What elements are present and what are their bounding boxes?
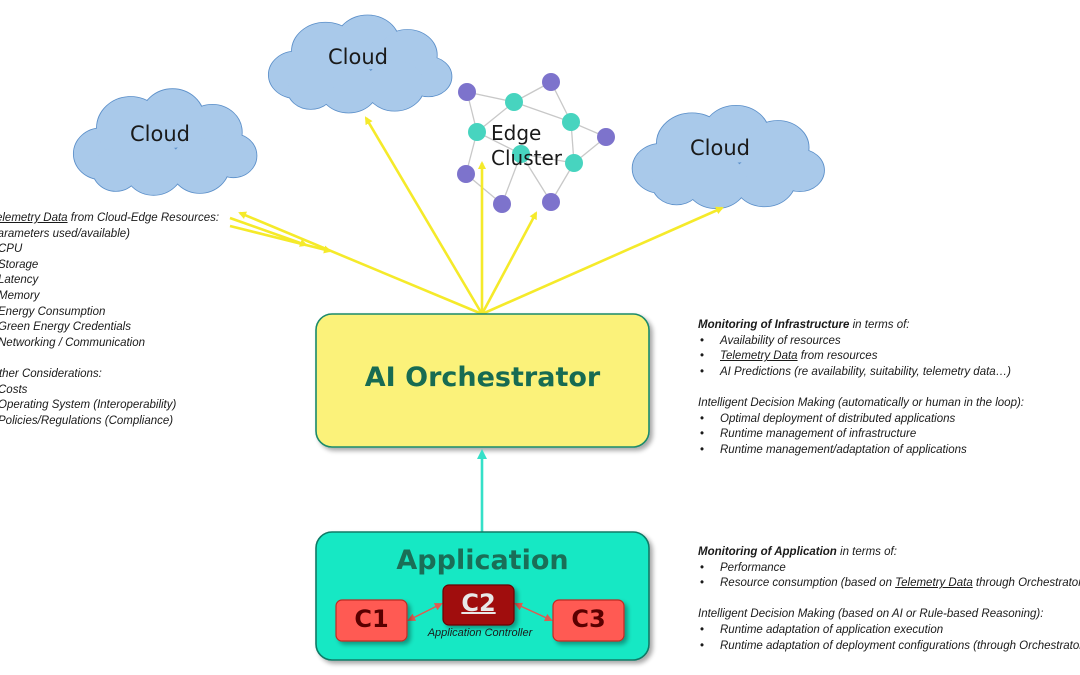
arrow-to-cloud-top <box>364 116 484 315</box>
application-controller-label: Application Controller <box>427 627 533 639</box>
node-teal <box>505 93 523 111</box>
component-c1-box <box>335 599 408 642</box>
app-header: Monitoring of Application in terms of: <box>698 546 897 558</box>
telemetry-title: Telemetry Data from Cloud-Edge Resources… <box>0 212 220 224</box>
node-purple <box>597 128 615 146</box>
component-c2-text: C2 <box>461 589 496 617</box>
application-panel: Monitoring of Application in terms of: P… <box>698 545 1080 654</box>
node-teal <box>512 145 530 163</box>
cloud-top-label: Cloud <box>328 45 388 69</box>
infra-header: Monitoring of Infrastructure in terms of… <box>698 319 910 331</box>
infra-decision-runtime-apps: Runtime management/adaptation of applica… <box>698 443 1080 459</box>
component-c2-label: C2 <box>443 589 514 617</box>
infra-decision-runtime-infra: Runtime management of infrastructure <box>698 427 1080 443</box>
node-teal <box>468 123 486 141</box>
param-energy: Energy Consumption <box>0 305 106 318</box>
param-memory: Memory <box>0 289 40 302</box>
component-c3-box <box>552 599 625 642</box>
node-purple <box>458 83 476 101</box>
c1-c2-connector <box>407 603 443 621</box>
other-os: Operating System (Interoperability) <box>0 399 177 412</box>
node-purple <box>457 165 475 183</box>
cloud-left-label: Cloud <box>130 122 190 146</box>
arrow-to-cloud-right <box>481 206 724 316</box>
node-teal <box>565 154 583 172</box>
app-decision-execution: Runtime adaptation of application execut… <box>698 623 1080 639</box>
infra-item-availability: Availability of resources <box>698 334 1080 350</box>
node-teal <box>562 113 580 131</box>
arrow-to-edge-lower <box>480 211 538 315</box>
infra-decision-header: Intelligent Decision Making (automatical… <box>698 396 1024 409</box>
param-green-energy: Green Energy Credentials <box>0 321 131 334</box>
node-purple <box>493 195 511 213</box>
telemetry-panel: Telemetry Data from Cloud-Edge Resources… <box>0 211 230 429</box>
orchestrator-title: AI Orchestrator <box>364 362 601 393</box>
telemetry-arrow-2 <box>229 224 332 254</box>
infra-item-telemetry: Telemetry Data from resources <box>698 349 1080 365</box>
arrow-to-cloud-left <box>238 211 483 316</box>
component-c3-label: C3 <box>571 605 606 633</box>
app-item-performance: Performance <box>698 561 1080 577</box>
cloud-right-label: Cloud <box>690 136 750 160</box>
other-policies: Policies/Regulations (Compliance) <box>0 414 174 427</box>
node-purple <box>542 193 560 211</box>
param-latency: Latency <box>0 274 39 287</box>
param-storage: Storage <box>0 258 39 271</box>
other-costs: Costs <box>0 383 28 396</box>
orchestrator-box <box>315 313 650 448</box>
orchestrator-arrows <box>229 116 724 316</box>
application-title: Application <box>396 545 569 576</box>
app-item-resource: Resource consumption (based on Telemetry… <box>698 576 1080 592</box>
infra-decision-deployment: Optimal deployment of distributed applic… <box>698 412 1080 428</box>
node-purple <box>542 73 560 91</box>
param-cpu: CPU <box>0 243 23 256</box>
edge-cluster-line2: Cluster <box>491 146 562 170</box>
c2-c3-connector <box>514 602 553 622</box>
edge-cluster-nodes <box>457 73 615 213</box>
component-c2-box <box>442 584 515 626</box>
other-header: Other Considerations: <box>0 367 102 380</box>
edge-cluster-label: Edge Cluster <box>491 121 562 171</box>
edge-cluster-line1: Edge <box>491 121 542 145</box>
app-decision-header: Intelligent Decision Making (based on AI… <box>698 608 1044 621</box>
infrastructure-panel: Monitoring of Infrastructure in terms of… <box>698 318 1080 458</box>
infra-item-predictions: AI Predictions (re availability, suitabi… <box>698 365 1080 381</box>
param-networking: Networking / Communication <box>0 336 146 349</box>
component-c1-label: C1 <box>354 605 389 633</box>
app-decision-deployment: Runtime adaptation of deployment configu… <box>698 639 1080 655</box>
params-header: Parameters used/available) <box>0 227 130 240</box>
